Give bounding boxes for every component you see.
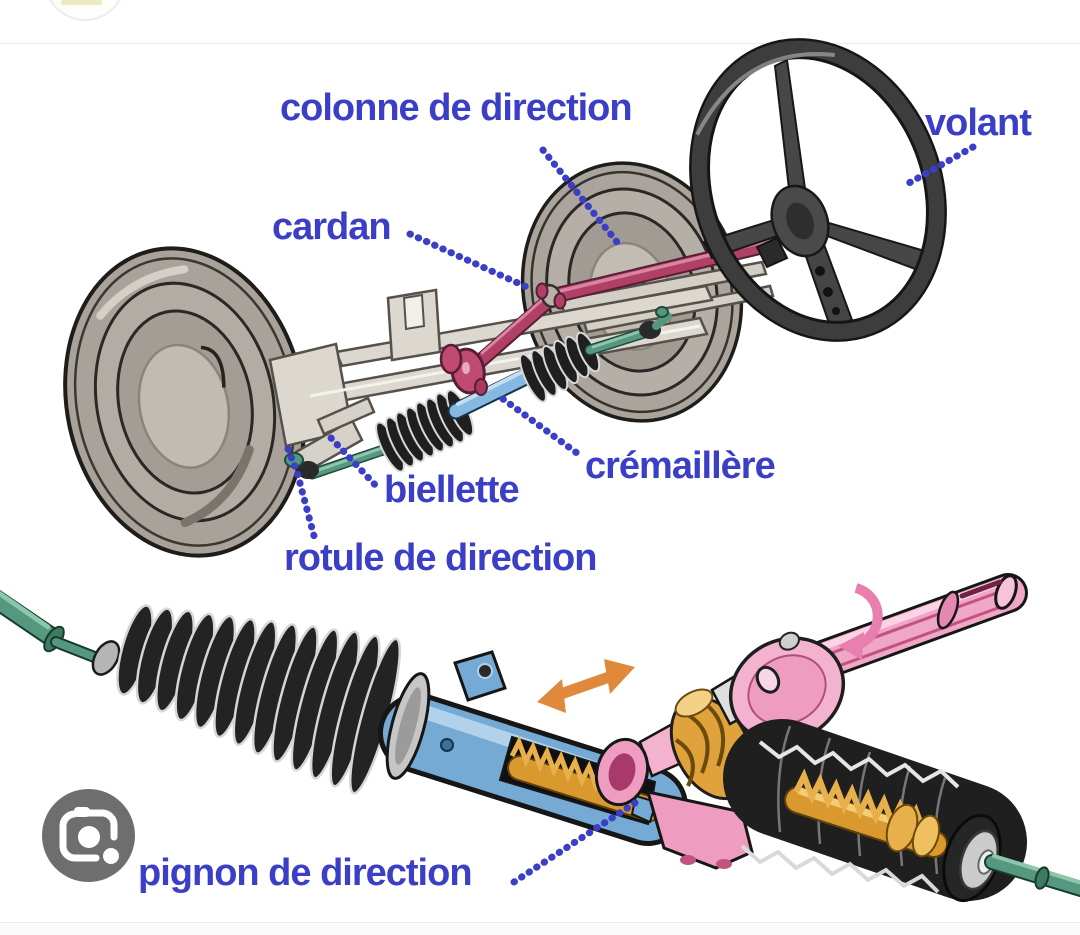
label-pointer-lines [284,143,977,886]
google-lens-camera-icon [42,789,135,882]
steering-rack-assembly [284,306,672,480]
pointer-rotule [284,445,318,540]
front-left-wheel [63,246,307,558]
label-volant: volant [925,102,1032,144]
pointer-volant [905,143,977,187]
rack-motion-arrow [537,659,635,713]
label-cremaillere: crémaillère [585,445,776,487]
pinion-coupling-discs [439,343,488,396]
steering-wheel [689,38,947,342]
top-ui-strip [0,0,1080,44]
steering-column [439,236,780,396]
pointer-cardan [406,230,535,293]
pointer-pignon [510,795,645,886]
cardan-joint [535,282,567,310]
cutaway-left-tie-rod [0,589,121,676]
label-biellette: biellette [384,469,520,511]
left-bellows [375,389,475,473]
cutaway-right-bellows [723,719,1027,903]
label-pignon-de-direction: pignon de direction [138,852,473,894]
pointer-colonne [539,146,625,251]
rotation-arrow [838,583,883,660]
pointer-cremaillere [499,395,585,460]
label-rotule-de-direction: rotule de direction [284,537,597,579]
label-colonne-de-direction: colonne de direction [280,87,633,129]
cutaway-big-bellows [116,604,402,795]
lens-search-button[interactable] [42,789,135,882]
pink-flange-disc [728,631,846,744]
cutaway-right-tie-rod [984,854,1080,898]
pinion-input-shaft [728,573,1028,744]
right-tie-rod [584,306,672,356]
label-cardan: cardan [272,206,392,248]
pointer-biellette [327,434,383,493]
right-bellows [519,331,601,403]
cropped-circle-detail [61,0,102,5]
bottom-ui-strip [0,922,1080,935]
pinion-gear-assembly [594,660,777,870]
